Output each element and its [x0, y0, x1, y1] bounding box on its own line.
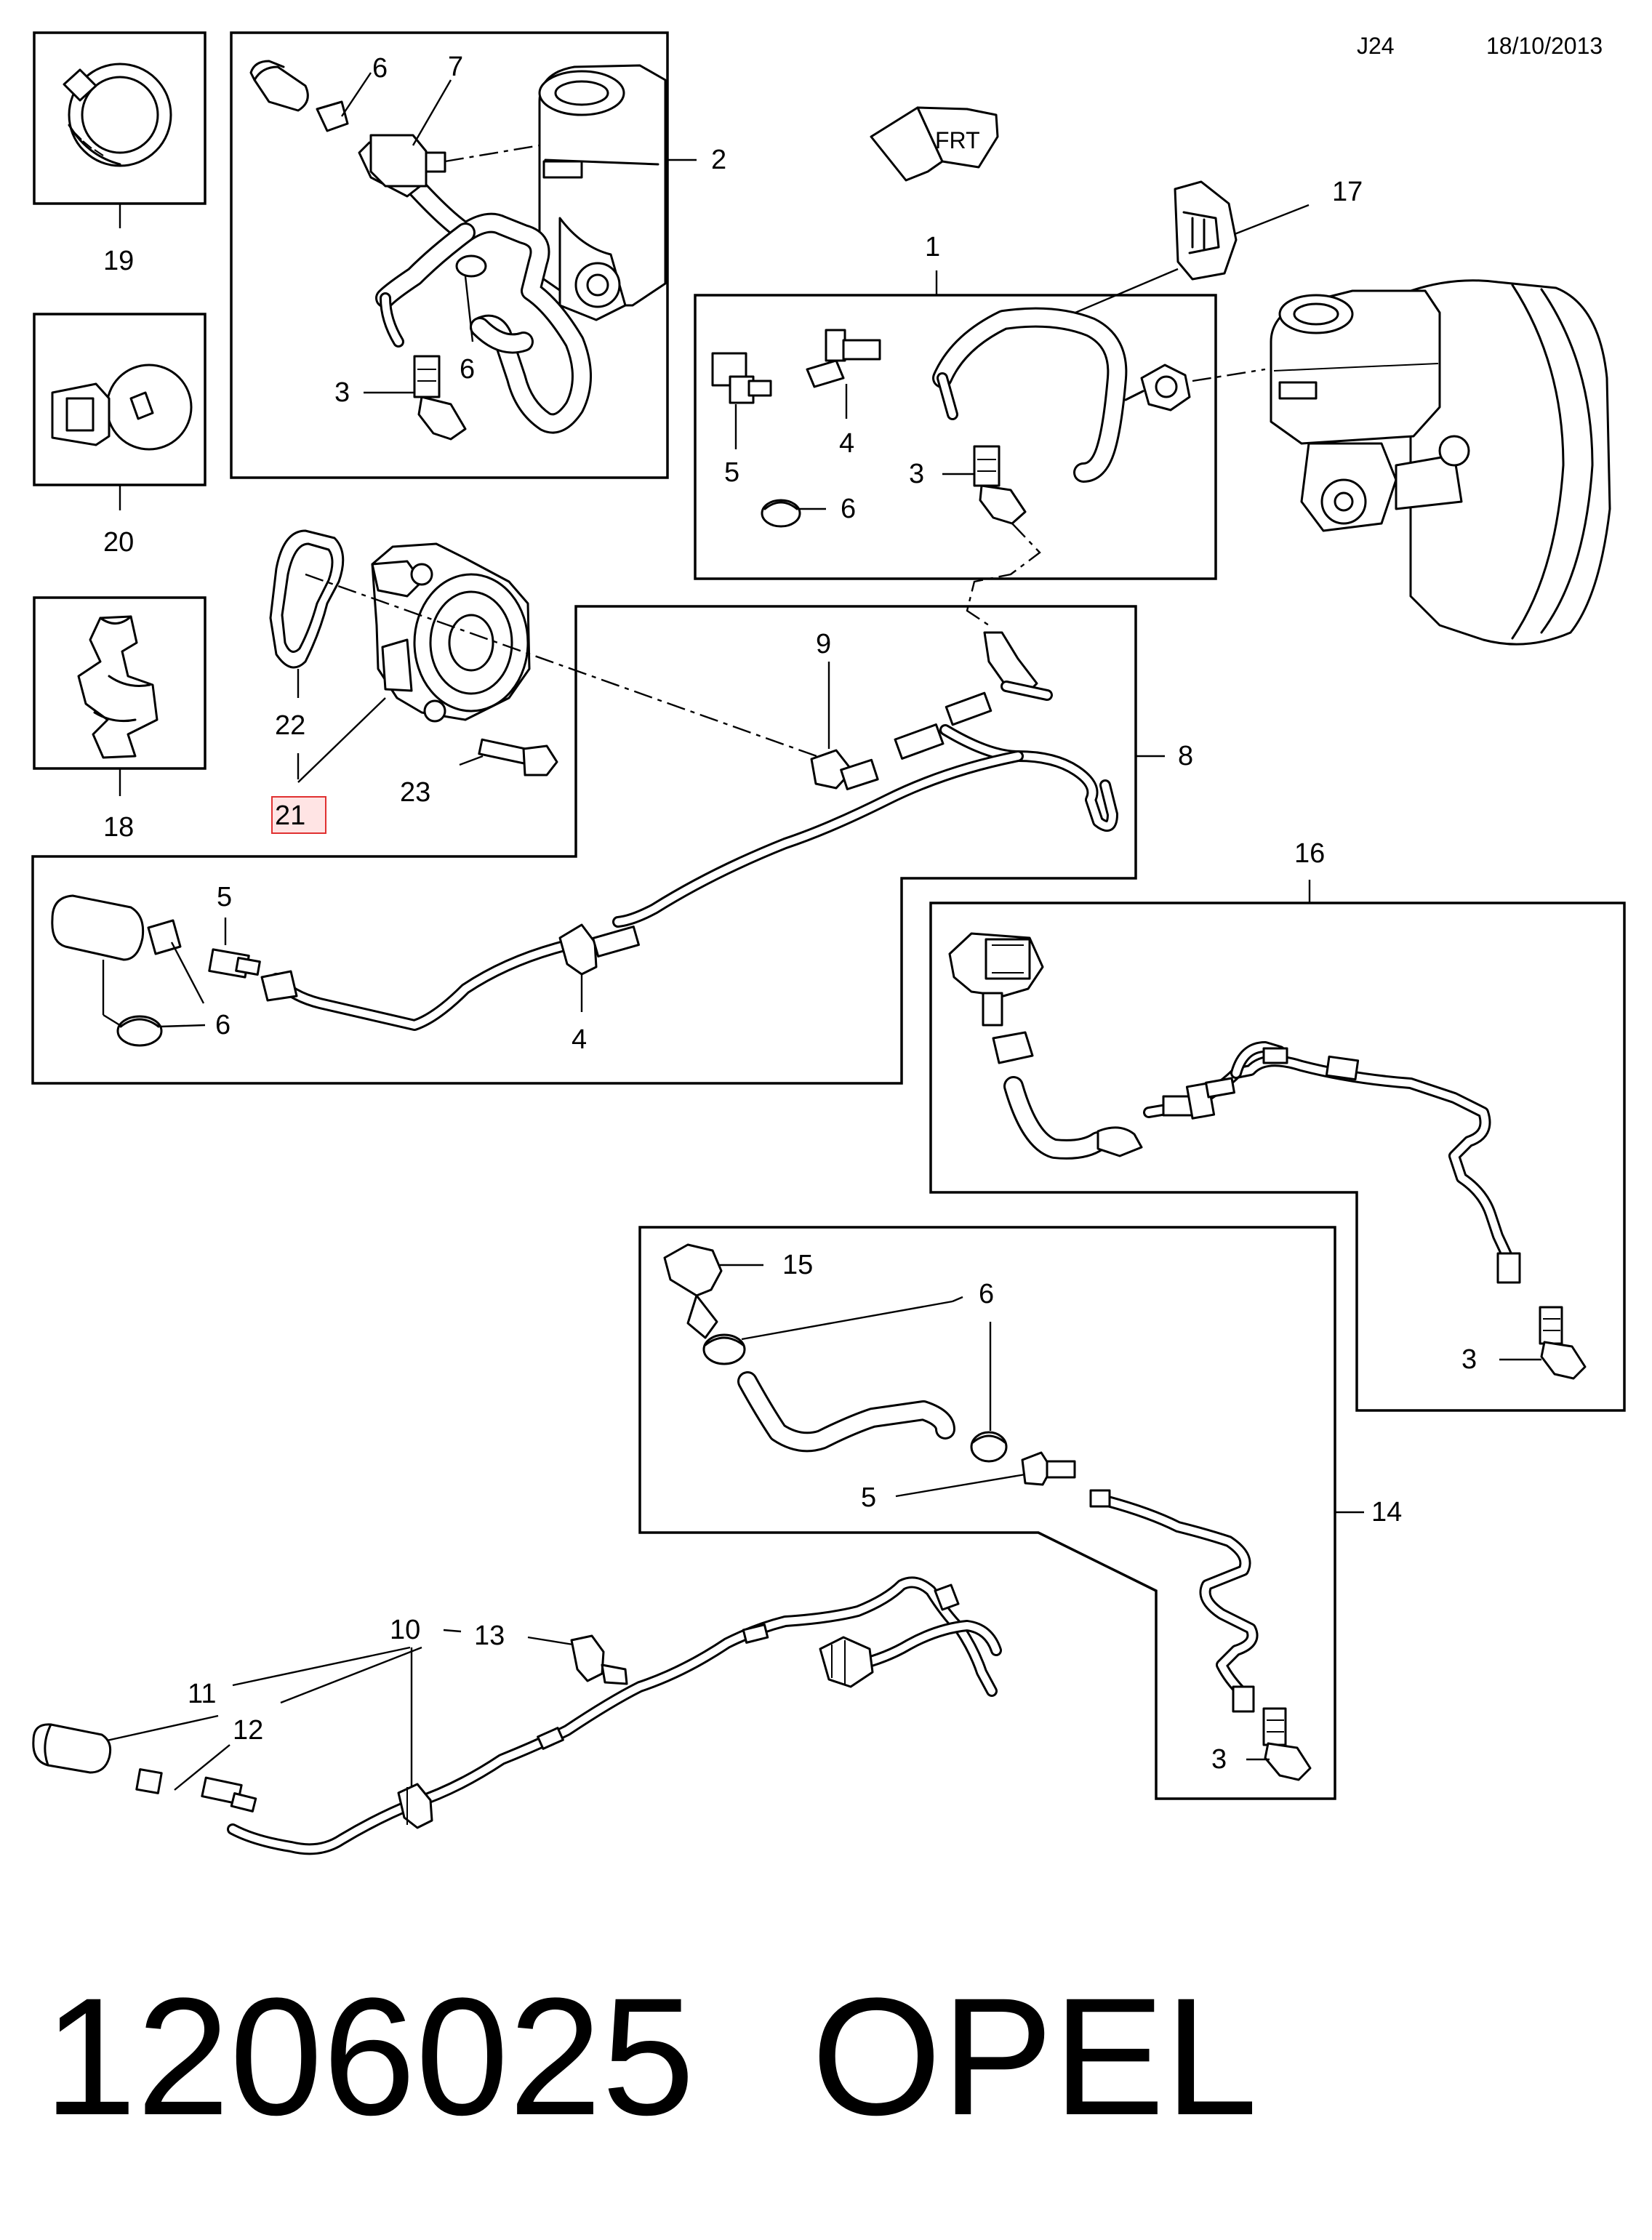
callout-21: 21 — [275, 800, 305, 831]
callout-6-box8: 6 — [215, 1010, 230, 1040]
callout-3-box14: 3 — [1211, 1744, 1227, 1775]
callout-20: 20 — [103, 527, 134, 558]
callout-11: 11 — [188, 1679, 216, 1709]
part-20-clip-box[interactable] — [33, 313, 206, 486]
callout-9: 9 — [816, 629, 831, 659]
callout-18: 18 — [103, 812, 134, 843]
assembly-8-box — [31, 605, 1137, 1085]
part-3-quick-connector-box14[interactable] — [1262, 1707, 1312, 1781]
callout-4-box8: 4 — [572, 1024, 587, 1055]
front-direction-arrow-icon: FRT — [870, 106, 999, 182]
callout-21-highlight-box — [271, 796, 326, 834]
master-cylinder-reservoir-top[interactable] — [538, 64, 667, 321]
part-18-bracket-box[interactable] — [33, 596, 206, 770]
callout-1: 1 — [925, 232, 940, 262]
part-7-connector[interactable] — [369, 134, 540, 188]
assembly-1-hose[interactable] — [932, 307, 1191, 483]
callout-6-box2-top: 6 — [372, 53, 388, 84]
part-22-gasket[interactable] — [269, 529, 345, 669]
assembly-14-hoses[interactable] — [702, 1333, 1259, 1713]
brake-booster-master-cylinder[interactable] — [1270, 279, 1611, 646]
part-6-clamp-box1[interactable] — [761, 499, 801, 528]
callout-5-box8: 5 — [217, 882, 232, 912]
callout-23: 23 — [400, 777, 430, 808]
page-code: J24 — [1357, 33, 1395, 59]
callout-4-box1: 4 — [839, 428, 854, 459]
callout-5-box1: 5 — [724, 457, 739, 488]
assembly-10-long-pipe[interactable] — [32, 1576, 1002, 1855]
callout-14: 14 — [1371, 1497, 1402, 1528]
assembly-16-box — [929, 902, 1626, 1412]
assembly-14-box — [638, 1226, 1336, 1800]
callout-17: 17 — [1332, 177, 1363, 207]
part-15-elbow-fitting[interactable] — [663, 1243, 723, 1339]
callout-16: 16 — [1294, 838, 1325, 869]
callout-3-box16: 3 — [1461, 1344, 1477, 1375]
callout-3-box1: 3 — [909, 459, 924, 489]
part-23-bolt[interactable] — [478, 738, 558, 776]
callout-10: 10 — [390, 1615, 420, 1645]
part-17-clip[interactable] — [1174, 180, 1238, 281]
callout-6-box2-bottom: 6 — [460, 354, 475, 385]
part-4-fitting-box1[interactable] — [806, 329, 881, 388]
callout-8: 8 — [1178, 741, 1193, 771]
diagram-date: 18/10/2013 — [1486, 33, 1603, 59]
callout-5-box14: 5 — [861, 1482, 876, 1513]
assembly-2-box — [230, 31, 669, 479]
part-5-fitting-box1[interactable] — [711, 352, 772, 404]
part-3-quick-connector-box1[interactable] — [973, 445, 1027, 525]
brand-footer: OPEL — [811, 1963, 1258, 2150]
callout-15: 15 — [782, 1250, 813, 1280]
part-9-check-valve[interactable] — [810, 749, 879, 790]
callout-12: 12 — [233, 1715, 263, 1746]
part-13-pipe-clip[interactable] — [570, 1634, 628, 1685]
callout-13: 13 — [474, 1621, 505, 1651]
part-19-hose-clamp-box[interactable] — [33, 31, 206, 205]
front-direction-tag: FRT — [935, 127, 980, 153]
part-21-vacuum-pump[interactable] — [305, 542, 830, 762]
part-number-footer: 1206025 — [44, 1963, 694, 2150]
part-3-quick-connector-box16[interactable] — [1539, 1306, 1587, 1380]
callout-22: 22 — [275, 710, 305, 741]
callout-6-box14: 6 — [979, 1279, 994, 1309]
assembly-1-box — [694, 294, 1217, 580]
callout-3-box2: 3 — [334, 377, 350, 408]
callout-6-box1: 6 — [841, 494, 856, 524]
assembly-8-pipe[interactable] — [51, 631, 1118, 1047]
callout-19: 19 — [103, 246, 134, 276]
assembly-2-hoses[interactable] — [249, 60, 592, 434]
assembly-16-hoses[interactable] — [948, 932, 1521, 1284]
part-3-quick-connector-box2[interactable] — [413, 355, 467, 441]
callout-7: 7 — [448, 52, 463, 82]
callout-2: 2 — [711, 145, 726, 175]
